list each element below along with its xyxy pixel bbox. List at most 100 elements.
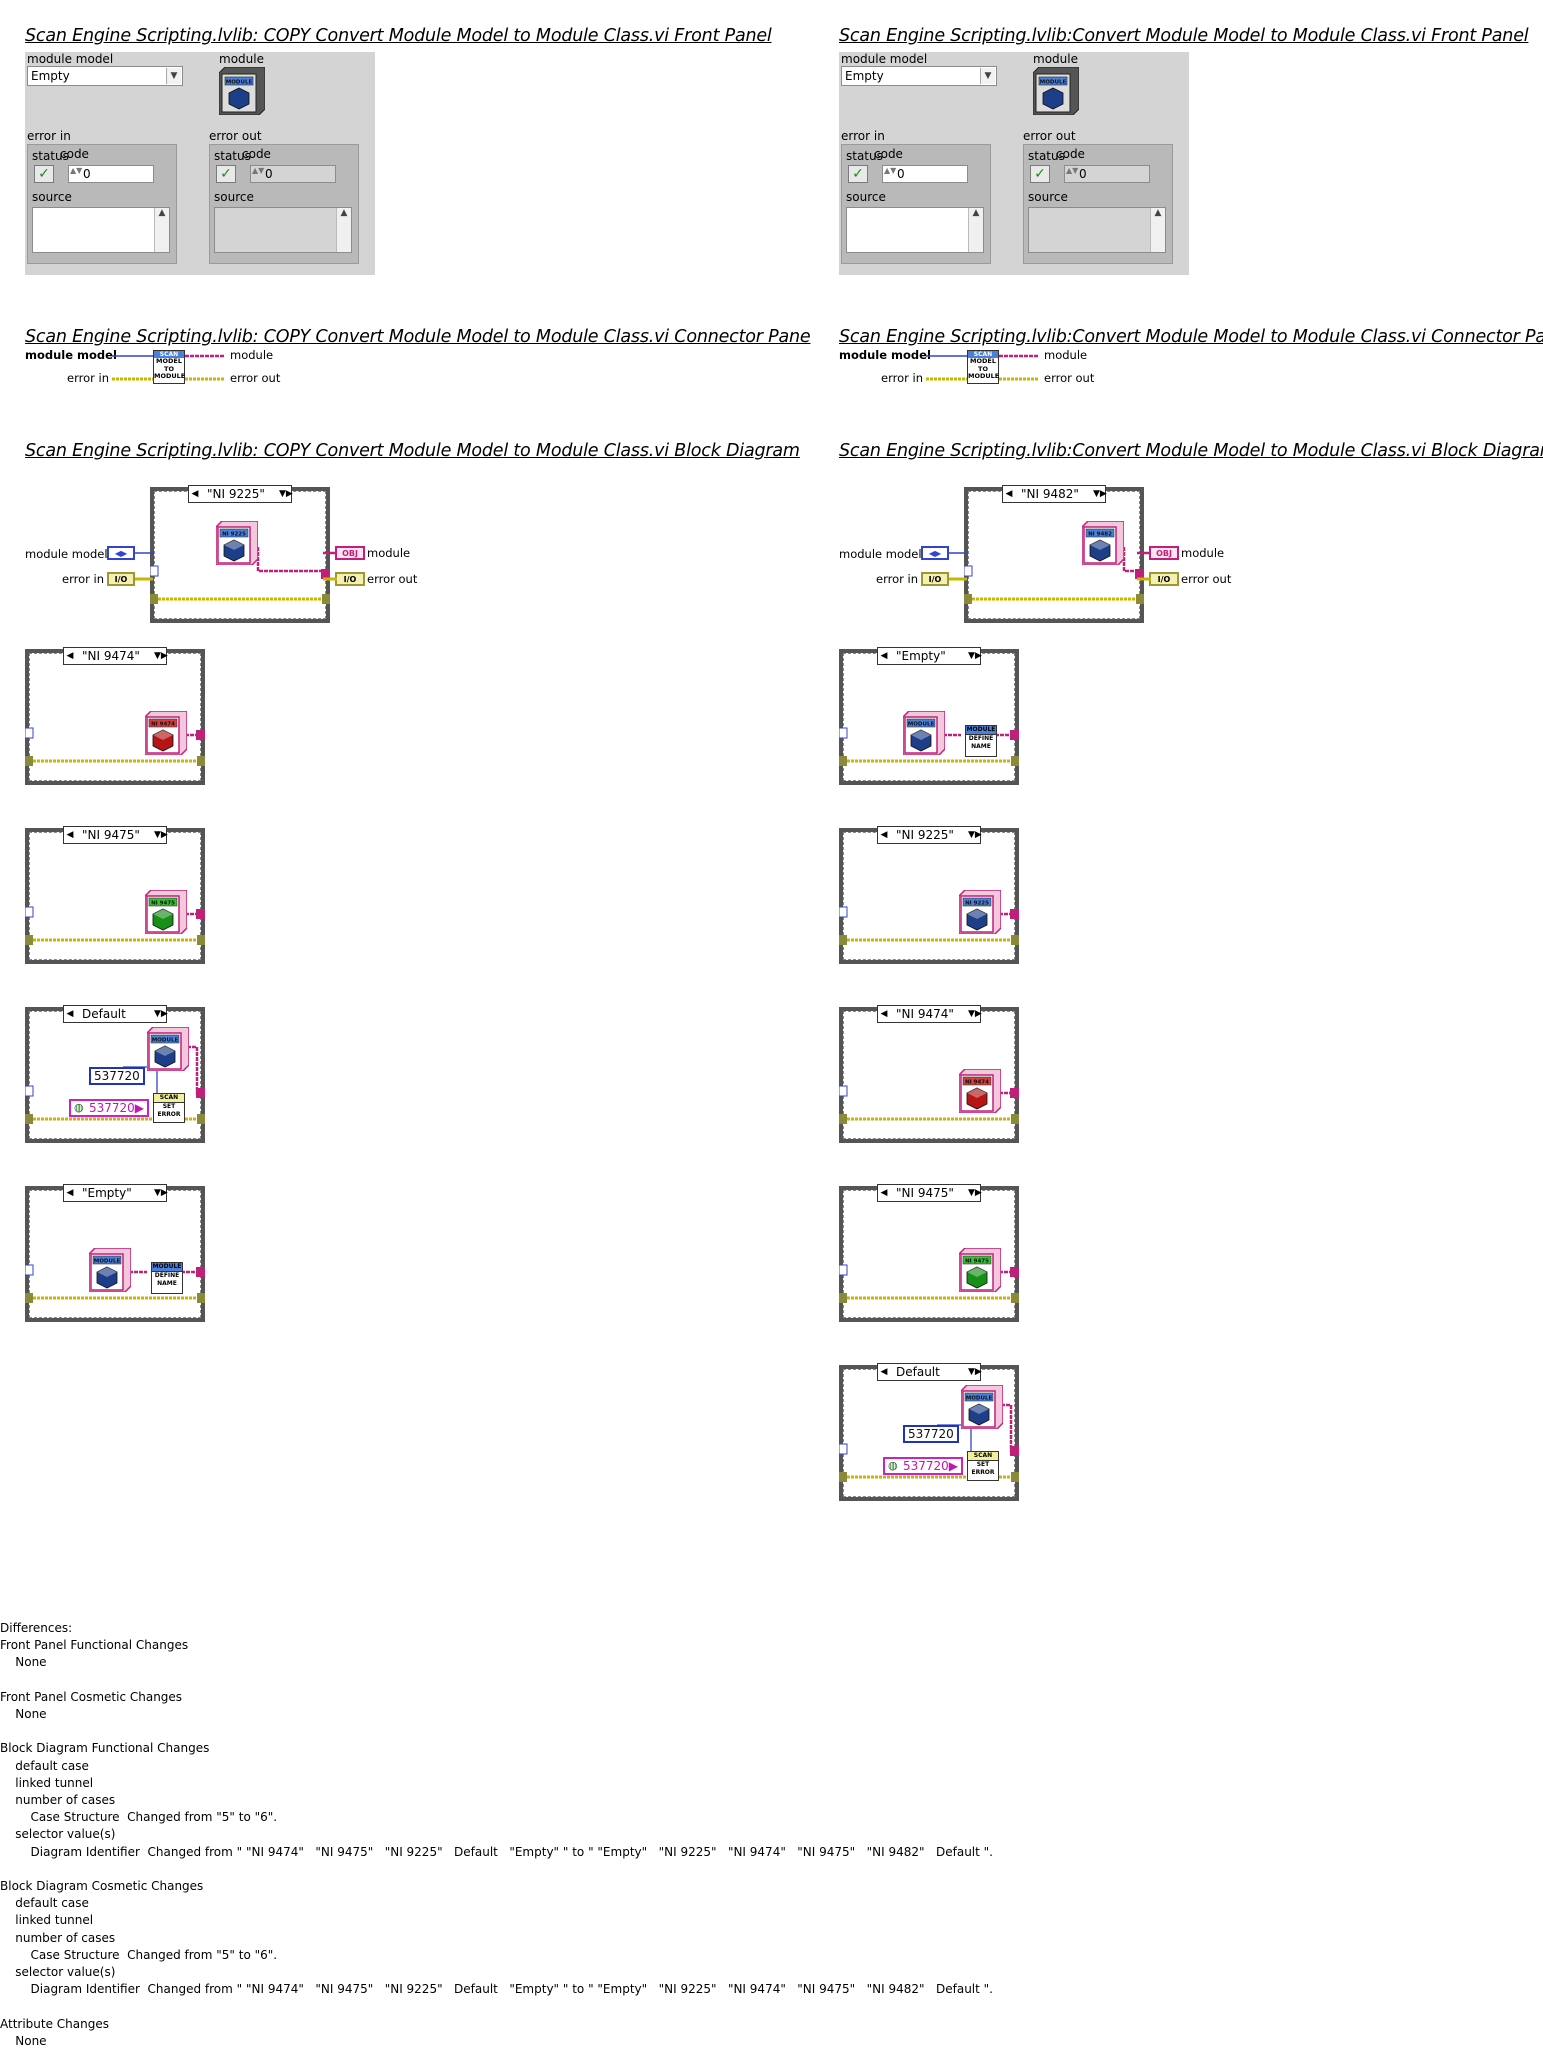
error-code-constant: 537720 (903, 1425, 959, 1443)
selector-decrement-icon[interactable]: ◀ (66, 1009, 74, 1019)
selector-decrement-icon[interactable]: ◀ (1005, 489, 1013, 499)
ring-dropdown-arrow[interactable]: ▼ (166, 68, 181, 84)
right-main-case-selector[interactable]: ◀"NI 9482"▼▶ (1002, 485, 1107, 503)
define-name-line: NAME (157, 1280, 177, 1287)
class-tunnel (1135, 569, 1144, 579)
selector-decrement-icon[interactable]: ◀ (66, 830, 74, 840)
selector-decrement-icon[interactable]: ◀ (66, 1188, 74, 1198)
left-main-case-class-icon-banner-text: NI 9225 (222, 532, 246, 538)
left-case-default-module-icon-banner (150, 1034, 180, 1044)
selector-decrement-icon[interactable]: ◀ (880, 830, 888, 840)
selector-increment-icon[interactable]: ▼▶ (968, 1188, 982, 1198)
code-numeric[interactable]: 0▲▼ (882, 165, 968, 183)
status-label: status (32, 149, 69, 163)
selector-increment-icon[interactable]: ▼▶ (1093, 489, 1107, 499)
error-tunnel-out (1011, 756, 1019, 766)
status-checkbox[interactable]: ✓ (34, 165, 54, 183)
left-main-case: ◀"NI 9225"▼▶ NI 9225 (150, 485, 330, 623)
selector-increment-icon[interactable]: ▼▶ (968, 651, 982, 661)
module-class-indicator-graphic: MODULE (1032, 66, 1080, 116)
selector-increment-icon[interactable]: ▼▶ (154, 1188, 168, 1198)
right-main-case: ◀"NI 9482"▼▶ NI 9482 (964, 485, 1144, 623)
selector-label: "Empty" (82, 1186, 132, 1200)
selector-decrement-icon[interactable]: ◀ (191, 489, 199, 499)
right-case-ni9225-selector[interactable]: ◀"NI 9225"▼▶ (877, 826, 982, 844)
selector-increment-icon[interactable]: ▼▶ (154, 651, 168, 661)
right-case-ni9475-class-icon-graphic: NI 9475 (958, 1247, 1002, 1293)
selector-decrement-icon[interactable]: ◀ (880, 651, 888, 661)
left-case-default-module-icon-banner-text: MODULE (152, 1038, 179, 1044)
right-case-empty-selector[interactable]: ◀"Empty"▼▶ (877, 647, 982, 665)
code-increment-icon[interactable]: ▲▼ (884, 166, 897, 175)
source-string[interactable]: ▲ (32, 207, 170, 253)
left-main-case-module-model-label: module model (25, 547, 108, 561)
right-case-empty-module-icon-graphic: MODULE (902, 710, 946, 756)
selector-label: "NI 9475" (82, 828, 140, 842)
selector-increment-icon[interactable]: ▼▶ (968, 1009, 982, 1019)
cp-module-model-label: module model (839, 348, 931, 362)
right-case-empty-module-icon-banner-text: MODULE (908, 722, 935, 728)
right-main-case-error-in-control[interactable]: I/O (921, 572, 949, 586)
right-case-ni9474-class-icon-graphic: NI 9474 (958, 1068, 1002, 1114)
selector-decrement-icon[interactable]: ◀ (880, 1188, 888, 1198)
source-scrollbar[interactable]: ▲ (154, 208, 169, 252)
left-case-ni9475-class-icon-cube-top (153, 909, 173, 919)
error-tunnel-in (839, 1114, 847, 1124)
class-tunnel (196, 1267, 205, 1277)
code-increment-icon[interactable]: ▲▼ (70, 166, 83, 175)
left-case-empty-selector[interactable]: ◀ "Empty" ▼▶ (63, 1184, 168, 1202)
source-scrollbar[interactable]: ▲ (336, 208, 351, 252)
left-case-ni9474-selector[interactable]: ◀"NI 9474"▼▶ (63, 647, 168, 665)
left-main-case-class-icon-graphic: NI 9225 (215, 520, 259, 566)
selector-increment-icon[interactable]: ▼▶ (968, 1367, 982, 1377)
selector-tunnel (839, 1085, 848, 1097)
ring-dropdown-arrow[interactable]: ▼ (980, 68, 995, 84)
selector-decrement-icon[interactable]: ◀ (880, 1009, 888, 1019)
cp-module-label: module (1044, 348, 1088, 362)
left-case-ni9475-selector[interactable]: ◀ "NI 9475" ▼▶ (63, 826, 168, 844)
selector-increment-icon[interactable]: ▼▶ (154, 830, 168, 840)
left-front-panel-title: Scan Engine Scripting.lvlib: COPY Conver… (25, 26, 772, 46)
source-string[interactable]: ▲ (846, 207, 984, 253)
status-checkbox[interactable]: ✓ (848, 165, 868, 183)
selector-increment-icon[interactable]: ▼▶ (968, 830, 982, 840)
right-main-case-error-out-label: error out (1181, 572, 1232, 586)
set-error-line: SET (976, 1461, 990, 1468)
right-case-ni9475-selector[interactable]: ◀"NI 9475"▼▶ (877, 1184, 982, 1202)
left-block-diagram-title: Scan Engine Scripting.lvlib: COPY Conver… (25, 441, 800, 461)
right-case-ni9475-class-icon-cube-top (967, 1267, 987, 1277)
left-case-ni9475-class-icon-graphic: NI 9475 (144, 889, 188, 935)
module-class-indicator: MODULE (1032, 66, 1080, 116)
right-case-default-module-icon-banner (964, 1392, 994, 1402)
source-label: source (214, 190, 254, 204)
source-scrollbar[interactable]: ▲ (1150, 208, 1165, 252)
code-increment-icon: ▲▼ (1066, 166, 1079, 175)
module-model-ring[interactable]: Empty▼ (27, 66, 183, 86)
code-numeric[interactable]: 0▲▼ (68, 165, 154, 183)
source-scrollbar[interactable]: ▲ (968, 208, 983, 252)
cp-wires (926, 354, 1039, 381)
error-code-constant: 537720 (89, 1067, 145, 1085)
case-wires (25, 727, 205, 766)
left-main-case-selector[interactable]: ◀"NI 9225"▼▶ (188, 485, 293, 503)
error-in-label: error in (841, 129, 885, 143)
globe-icon: ◍ (74, 1101, 84, 1114)
selector-tunnel (964, 565, 973, 577)
right-front-panel-title: Scan Engine Scripting.lvlib:Convert Modu… (839, 26, 1529, 46)
selector-increment-icon[interactable]: ▼▶ (154, 1009, 168, 1019)
right-main-case-class-icon: NI 9482 (1081, 520, 1125, 566)
module-model-ring[interactable]: Empty▼ (841, 66, 997, 86)
right-main-case-module-model-control[interactable]: ◀▶ (921, 546, 949, 560)
left-case-ni9475-class-icon-banner-text: NI 9475 (151, 901, 175, 907)
selector-decrement-icon[interactable]: ◀ (880, 1367, 888, 1377)
set-error-banner: SCAN (968, 1452, 998, 1461)
left-main-case-module-model-control[interactable]: ◀▶ (107, 546, 135, 560)
selector-increment-icon[interactable]: ▼▶ (279, 489, 293, 499)
selector-decrement-icon[interactable]: ◀ (66, 651, 74, 661)
right-case-default-selector[interactable]: ◀Default▼▶ (877, 1363, 982, 1381)
left-case-default-selector[interactable]: ◀Default▼▶ (63, 1005, 168, 1023)
left-main-case-error-in-control[interactable]: I/O (107, 572, 135, 586)
right-case-ni9474-selector[interactable]: ◀"NI 9474"▼▶ (877, 1005, 982, 1023)
